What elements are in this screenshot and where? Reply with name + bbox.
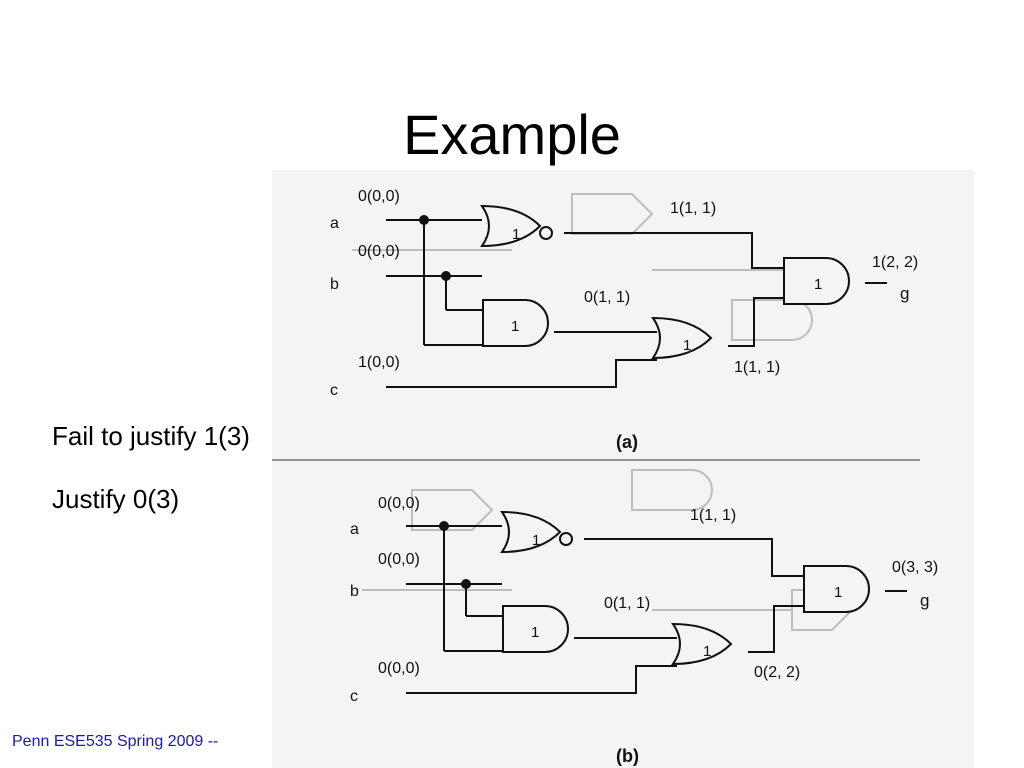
nor-output-label-a: 1(1, 1) [670, 200, 716, 217]
junctions-b [439, 521, 471, 589]
input-b-label: b [330, 276, 339, 293]
and-gate-b-delay: 1 [531, 624, 539, 641]
wires-a [386, 219, 887, 388]
a-value-a: 0(0,0) [358, 188, 400, 205]
a-value-b: 0(0,0) [378, 495, 420, 512]
scan-bleed-through [352, 193, 854, 631]
output-g-label-b: g [920, 591, 929, 610]
nor-gate-a-delay: 1 [512, 226, 520, 243]
or-gate-a: 1 [652, 317, 712, 359]
slide-footer: Penn ESE535 Spring 2009 -- [12, 733, 219, 750]
or-gate-b-delay: 1 [703, 643, 711, 660]
nor-gate-b: 1 [501, 511, 573, 553]
g-value-b: 0(3, 3) [892, 559, 938, 576]
slide-title: Example [403, 103, 621, 166]
and-gate-a-delay: 1 [511, 318, 519, 335]
b-value-a: 0(0,0) [358, 243, 400, 260]
and-output-label-b: 0(1, 1) [604, 595, 650, 612]
final-gate-a-delay: 1 [814, 276, 822, 293]
g-value-a: 1(2, 2) [872, 254, 918, 271]
input-c-label-b: c [350, 688, 358, 705]
bullet-fail-to-justify: Fail to justify 1(3) [52, 418, 254, 454]
caption-a: (a) [616, 432, 638, 452]
c-value-b: 0(0,0) [378, 660, 420, 677]
scanned-figure: 1 1 1 1 a b c 0(0,0) 0(0,0) 1(0,0) 1( [272, 170, 974, 768]
caption-b: (b) [616, 746, 639, 766]
input-b-label-b: b [350, 583, 359, 600]
output-g-label-a: g [900, 284, 909, 303]
input-a-label-b: a [350, 521, 359, 538]
input-a-label: a [330, 215, 339, 232]
or-output-label-a: 1(1, 1) [734, 359, 780, 376]
circuit-diagram: 1 1 1 1 a b c 0(0,0) 0(0,0) 1(0,0) 1( [272, 188, 938, 766]
b-value-b: 0(0,0) [378, 551, 420, 568]
or-gate-a-delay: 1 [683, 337, 691, 354]
final-gate-b-delay: 1 [834, 584, 842, 601]
nor-gate-b-delay: 1 [532, 532, 540, 549]
bullet-justify: Justify 0(3) [52, 481, 184, 517]
and-gate-b: 1 [502, 605, 569, 653]
nor-output-label-b: 1(1, 1) [690, 507, 736, 524]
final-and-gate-b: 1 [803, 565, 870, 613]
and-gate-a: 1 [482, 299, 549, 347]
and-output-label-a: 0(1, 1) [584, 289, 630, 306]
c-value-a: 1(0,0) [358, 354, 400, 371]
input-c-label: c [330, 382, 338, 399]
junctions-a [419, 215, 451, 281]
final-and-gate-a: 1 [783, 257, 850, 305]
circuit-b: 1 1 1 1 a b c 0(0,0) 0(0,0) 0(0,0) 1( [350, 495, 938, 766]
nor-gate-a: 1 [481, 205, 553, 247]
wires-b [406, 525, 907, 694]
circuit-a: 1 1 1 1 a b c 0(0,0) 0(0,0) 1(0,0) 1( [330, 188, 918, 452]
or-output-label-b: 0(2, 2) [754, 664, 800, 681]
or-gate-b: 1 [672, 623, 732, 665]
